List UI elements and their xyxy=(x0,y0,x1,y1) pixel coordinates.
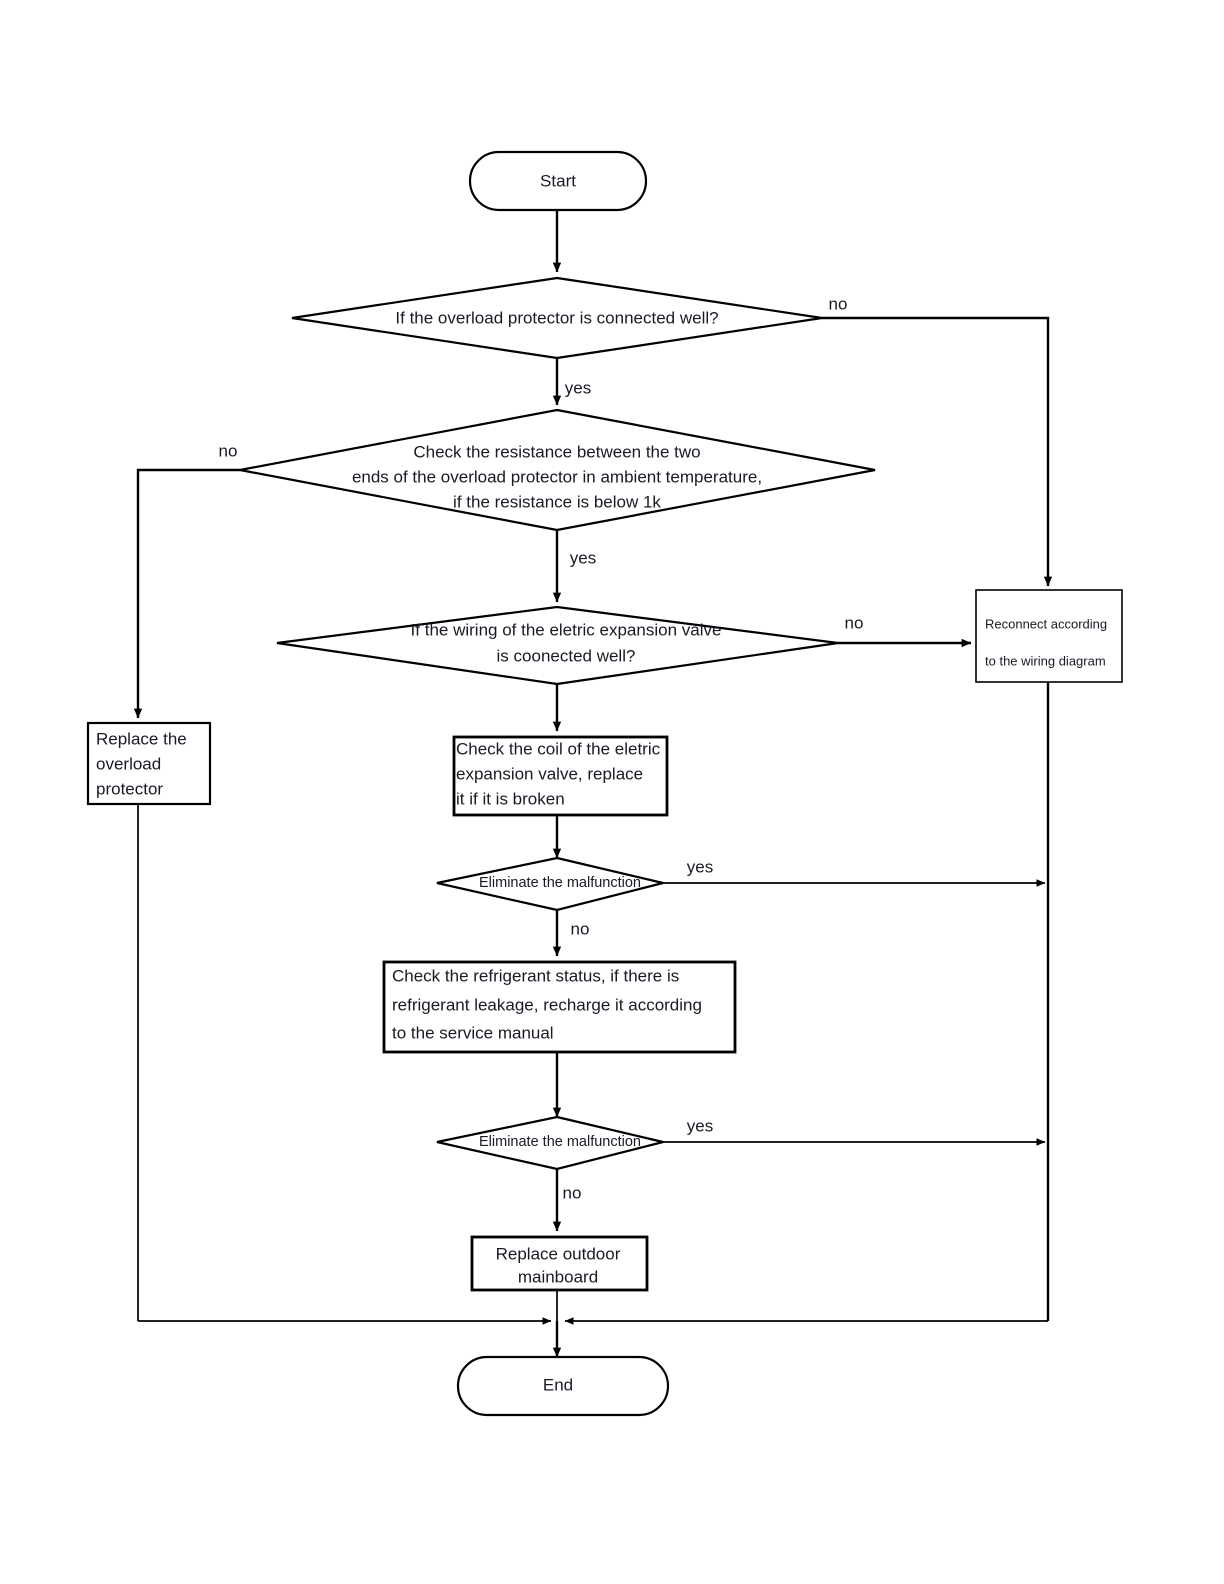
node-decision-resistance-line3: if the resistance is below 1k xyxy=(453,492,661,511)
node-decision-resistance[interactable] xyxy=(239,408,876,532)
node-process-replace-mainboard[interactable] xyxy=(470,1235,649,1292)
edge-resistance-no-to-replace-overload xyxy=(133,468,240,719)
node-process-replace-mainboard-line2: mainboard xyxy=(518,1267,598,1286)
node-process-reconnect-line1: Reconnect according xyxy=(985,616,1107,631)
node-decision-resistance-line2: ends of the overload protector in ambien… xyxy=(352,467,762,486)
edge-label-overload-no: no xyxy=(829,294,848,313)
edge-label-eliminate2-yes: yes xyxy=(687,1116,713,1135)
node-decision-resistance-line1: Check the resistance between the two xyxy=(413,442,700,461)
node-start-label: Start xyxy=(540,171,576,190)
edge-label-eliminate1-yes: yes xyxy=(687,857,713,876)
node-end[interactable] xyxy=(456,1355,670,1417)
node-process-replace-overload[interactable] xyxy=(86,721,212,806)
node-process-check-coil[interactable] xyxy=(452,735,669,817)
node-end-label: End xyxy=(543,1375,573,1394)
edge-label-valve-no: no xyxy=(845,613,864,632)
node-decision-overload-connected-label: If the overload protector is connected w… xyxy=(395,308,718,327)
node-process-check-coil-line1: Check the coil of the eletric xyxy=(456,739,661,758)
node-decision-valve-wiring-line1: If the wiring of the eletric expansion v… xyxy=(411,620,722,639)
node-process-check-refrigerant-line2: refrigerant leakage, recharge it accordi… xyxy=(392,995,702,1014)
edge-label-resistance-no: no xyxy=(219,441,238,460)
node-decision-eliminate-1-label: Eliminate the malfunction xyxy=(479,875,641,891)
node-decision-eliminate-1[interactable] xyxy=(436,856,664,912)
node-process-check-refrigerant-line3: to the service manual xyxy=(392,1023,554,1042)
edge-label-eliminate1-no: no xyxy=(571,919,590,938)
edge-label-eliminate2-no: no xyxy=(563,1183,582,1202)
node-process-reconnect-line2: to the wiring diagram xyxy=(985,653,1106,668)
edge-label-overload-yes: yes xyxy=(565,378,591,397)
node-process-replace-overload-line3: protector xyxy=(96,779,163,798)
node-process-replace-overload-line1: Replace the xyxy=(96,729,187,748)
node-process-reconnect[interactable] xyxy=(975,589,1123,683)
edge-label-resistance-yes: yes xyxy=(570,548,596,567)
edge-overload-no-to-reconnect xyxy=(822,316,1053,587)
node-decision-overload-connected[interactable] xyxy=(291,276,823,360)
node-decision-valve-wiring-line2: is coonected well? xyxy=(497,646,636,665)
node-process-check-coil-line2: expansion valve, replace xyxy=(456,764,643,783)
node-decision-eliminate-2[interactable] xyxy=(436,1115,664,1171)
node-process-check-refrigerant-line1: Check the refrigerant status, if there i… xyxy=(392,966,679,985)
node-process-check-coil-line3: it if it is broken xyxy=(456,789,565,808)
node-process-check-refrigerant[interactable] xyxy=(382,960,737,1054)
node-decision-eliminate-2-label: Eliminate the malfunction xyxy=(479,1134,641,1150)
node-process-replace-overload-line2: overload xyxy=(96,754,161,773)
node-start[interactable] xyxy=(468,150,648,212)
node-decision-valve-wiring[interactable] xyxy=(276,605,839,686)
node-process-replace-mainboard-line1: Replace outdoor xyxy=(496,1244,621,1263)
